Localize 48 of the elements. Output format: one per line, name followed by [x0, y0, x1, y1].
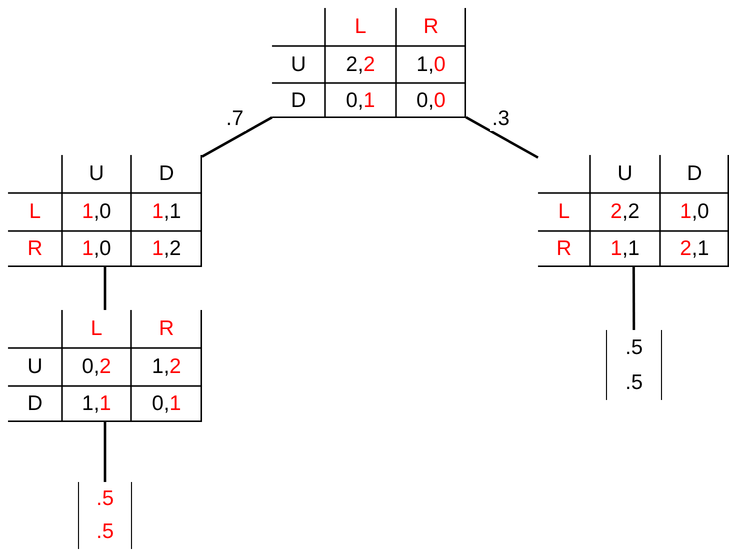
payoff-table [272, 8, 466, 118]
payoff-entry: 1,1 [609, 236, 641, 262]
payoff-table [538, 155, 729, 267]
probability-value: .5 [625, 370, 643, 394]
strategy-label: U [88, 161, 106, 187]
strategy-label: U [616, 161, 634, 187]
payoff-entry: 1,0 [415, 52, 447, 78]
connector-line [104, 267, 106, 310]
payoff-entry: 1,2 [150, 354, 182, 380]
payoff-entry: 2,2 [609, 199, 641, 225]
probability-vector [606, 330, 662, 400]
strategy-label: L [557, 199, 571, 225]
strategy-label: L [28, 199, 42, 225]
probability-value: .5 [96, 520, 114, 544]
connector-line [104, 422, 106, 482]
payoff-entry: 1,0 [678, 199, 710, 225]
strategy-label: R [26, 236, 44, 262]
payoff-entry: 0,0 [415, 88, 447, 114]
strategy-label: L [90, 316, 104, 342]
strategy-label: D [26, 391, 44, 417]
payoff-entry: 2,1 [678, 236, 710, 262]
payoff-entry: 0,1 [150, 391, 182, 417]
payoff-entry: 0,2 [80, 354, 112, 380]
edge-label: .3 [490, 107, 512, 131]
payoff-entry: 1,0 [80, 236, 112, 262]
strategy-label: U [290, 52, 308, 78]
payoff-entry: 1,1 [150, 199, 182, 225]
strategy-label: D [158, 161, 176, 187]
strategy-label: L [354, 14, 368, 40]
strategy-label: R [422, 14, 440, 40]
payoff-table [8, 310, 202, 422]
probability-value: .5 [96, 486, 114, 511]
strategy-label: U [26, 354, 44, 380]
payoff-table [8, 155, 202, 267]
payoff-entry: 1,1 [80, 391, 112, 417]
payoff-entry: 0,1 [344, 88, 376, 114]
strategy-label: R [555, 236, 573, 262]
payoff-entry: 1,0 [80, 199, 112, 225]
payoff-entry: 2,2 [344, 52, 376, 78]
strategy-label: R [158, 316, 176, 342]
connector-line [201, 116, 273, 158]
connector-line [465, 116, 539, 159]
strategy-label: D [290, 88, 308, 114]
payoff-entry: 1,2 [150, 236, 182, 262]
connector-line [632, 267, 636, 330]
probability-vector [78, 482, 132, 549]
strategy-label: D [686, 161, 704, 187]
probability-value: .5 [625, 336, 643, 360]
